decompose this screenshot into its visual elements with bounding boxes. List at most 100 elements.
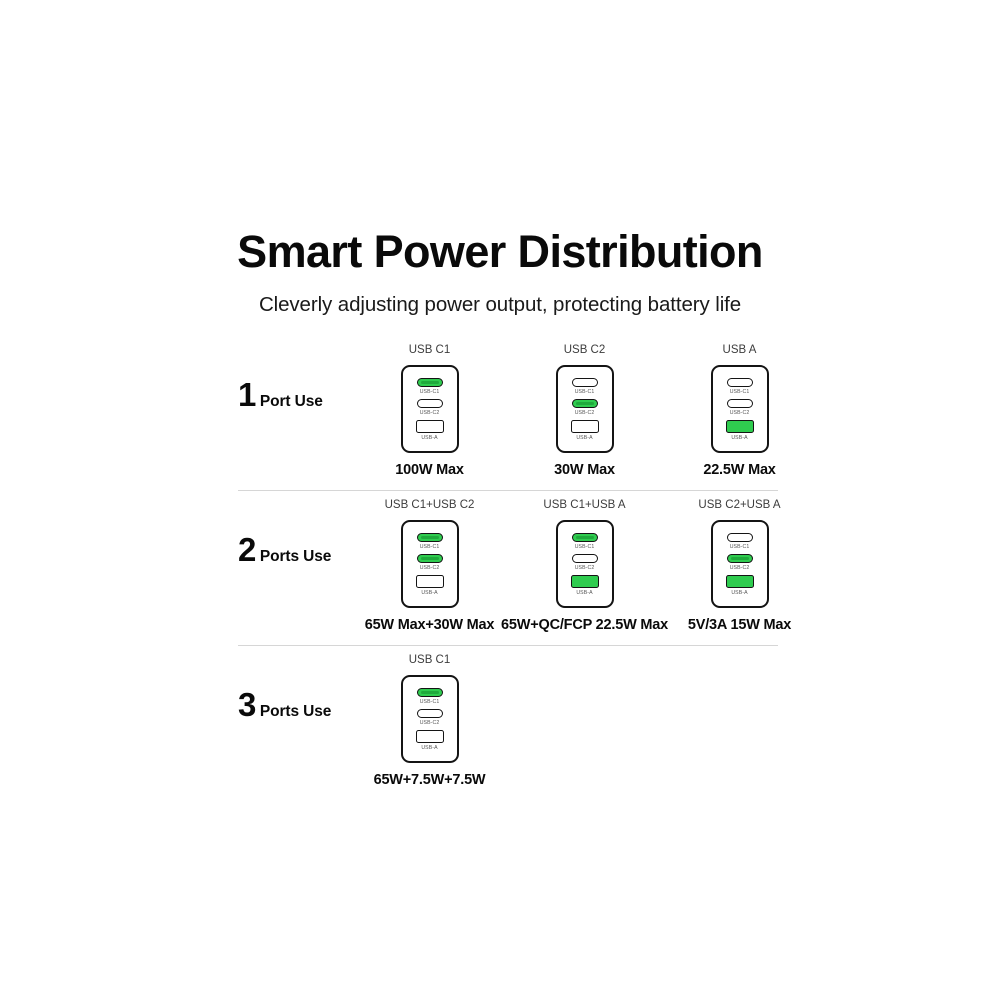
row-label-text: Port Use	[259, 393, 323, 410]
scenario-title: USB A	[722, 344, 757, 356]
scenario-power-output: 65W+7.5W+7.5W	[373, 772, 486, 788]
usb-a-port-icon	[570, 419, 599, 433]
port-group-c1: USB-C1	[726, 532, 753, 551]
port-group-a: USB-A	[415, 419, 444, 442]
port-label-c1: USB-C1	[729, 543, 750, 550]
port-label-c2: USB-C2	[729, 409, 750, 416]
port-group-c1: USB-C1	[416, 532, 443, 551]
usb-c1-port-icon-active	[416, 532, 443, 542]
port-label-c2: USB-C2	[419, 564, 440, 571]
port-group-c2: USB-C2	[416, 398, 443, 417]
usb-c2-port-icon	[571, 553, 598, 563]
port-group-c2: USB-C2	[416, 553, 443, 572]
usb-a-port-icon-active	[725, 419, 754, 433]
usb-c1-port-icon	[726, 532, 753, 542]
usb-a-port-icon	[415, 574, 444, 588]
port-label-c1: USB-C1	[729, 388, 750, 395]
usb-c2-port-icon	[416, 398, 443, 408]
port-group-c1: USB-C1	[416, 687, 443, 706]
usb-a-port-icon-active	[725, 574, 754, 588]
port-label-a: USB-A	[576, 434, 593, 441]
port-group-c1: USB-C1	[571, 532, 598, 551]
port-label-c1: USB-C1	[419, 698, 440, 705]
port-label-a: USB-A	[421, 744, 438, 751]
port-group-a: USB-A	[725, 574, 754, 597]
port-label-c2: USB-C2	[574, 564, 595, 571]
scenario-power-output: 65W+QC/FCP 22.5W Max	[501, 617, 668, 633]
usb-c2-port-icon-active	[726, 553, 753, 563]
scenario-title: USB C1+USB C2	[384, 499, 475, 511]
port-group-a: USB-A	[415, 729, 444, 752]
usb-c2-port-icon-active	[571, 398, 598, 408]
page-title: Smart Power Distribution	[237, 226, 763, 277]
port-group-a: USB-A	[415, 574, 444, 597]
port-label-c2: USB-C2	[419, 409, 440, 416]
usb-a-port-icon	[415, 419, 444, 433]
scenario-title: USB C1	[408, 344, 451, 356]
port-label-a: USB-A	[576, 589, 593, 596]
port-label-c1: USB-C1	[574, 543, 595, 550]
page-subtitle: Cleverly adjusting power output, protect…	[258, 292, 742, 316]
port-group-a: USB-A	[570, 419, 599, 442]
port-label-c1: USB-C1	[419, 543, 440, 550]
scenario-title: USB C1	[408, 654, 451, 666]
port-label-c1: USB-C1	[574, 388, 595, 395]
port-group-c2: USB-C2	[571, 398, 598, 417]
row-number: 3	[238, 686, 256, 723]
usb-c1-port-icon-active	[571, 532, 598, 542]
row-label-text: Ports Use	[259, 548, 332, 565]
usb-a-port-icon-active	[570, 574, 599, 588]
usb-c2-port-icon	[416, 708, 443, 718]
port-group-c1: USB-C1	[571, 377, 598, 396]
scenario-power-output: 100W Max	[395, 462, 464, 478]
scenario-power-output: 5V/3A 15W Max	[687, 617, 792, 633]
port-group-c1: USB-C1	[726, 377, 753, 396]
port-label-a: USB-A	[421, 589, 438, 596]
scenario-power-output: 30W Max	[554, 462, 615, 478]
port-label-c2: USB-C2	[729, 564, 750, 571]
port-group-c2: USB-C2	[726, 553, 753, 572]
port-group-c2: USB-C2	[571, 553, 598, 572]
port-label-c2: USB-C2	[419, 719, 440, 726]
scenario-title: USB C2+USB A	[698, 499, 781, 511]
port-group-a: USB-A	[725, 419, 754, 442]
usb-c2-port-icon-active	[416, 553, 443, 563]
row-label-text: Ports Use	[259, 703, 332, 720]
port-label-c2: USB-C2	[574, 409, 595, 416]
usb-c2-port-icon	[726, 398, 753, 408]
header: Smart Power Distribution Cleverly adjust…	[0, 226, 1000, 317]
scenario-title: USB C2	[563, 344, 606, 356]
scenario-power-output: 65W Max+30W Max	[364, 617, 495, 633]
port-group-c1: USB-C1	[416, 377, 443, 396]
usb-c1-port-icon-active	[416, 377, 443, 387]
usb-c1-port-icon-active	[416, 687, 443, 697]
scenario-title: USB C1+USB A	[543, 499, 626, 511]
row-number: 1	[238, 376, 256, 413]
scenario-power-output: 22.5W Max	[703, 462, 776, 478]
usb-a-port-icon	[415, 729, 444, 743]
row-number: 2	[238, 531, 256, 568]
port-label-a: USB-A	[731, 589, 748, 596]
port-group-c2: USB-C2	[416, 708, 443, 727]
port-label-c1: USB-C1	[419, 388, 440, 395]
port-group-a: USB-A	[570, 574, 599, 597]
usb-c1-port-icon	[726, 377, 753, 387]
